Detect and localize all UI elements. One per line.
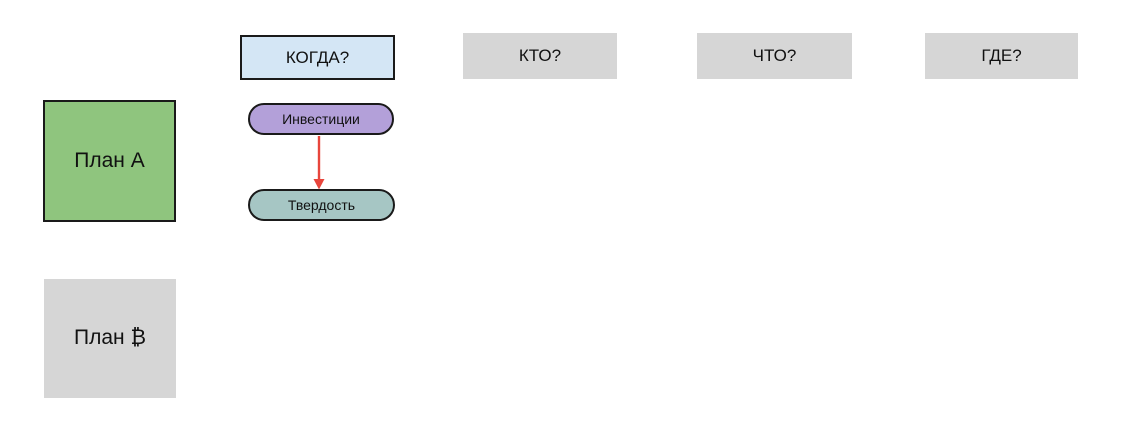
investments-node-label: Инвестиции: [282, 110, 360, 127]
plan-a-node: План А: [43, 100, 176, 222]
column-header-who: КТО?: [463, 33, 617, 79]
column-header-when-label: КОГДА?: [285, 47, 350, 67]
column-header-when: КОГДА?: [240, 35, 395, 80]
arrow-down-icon: [313, 136, 325, 190]
plan-a-label: План А: [74, 148, 145, 172]
firmness-node-label: Твердость: [287, 196, 356, 213]
column-header-who-label: КТО?: [518, 46, 562, 66]
column-header-where-label: ГДЕ?: [981, 46, 1022, 66]
column-header-where: ГДЕ?: [925, 33, 1078, 79]
column-header-what-label: ЧТО?: [752, 46, 797, 66]
column-header-what: ЧТО?: [697, 33, 852, 79]
plan-b-node: План ₿: [44, 279, 176, 398]
plan-b-label: План ₿: [73, 326, 146, 350]
firmness-node: Твердость: [248, 189, 395, 221]
investments-node: Инвестиции: [248, 103, 394, 135]
